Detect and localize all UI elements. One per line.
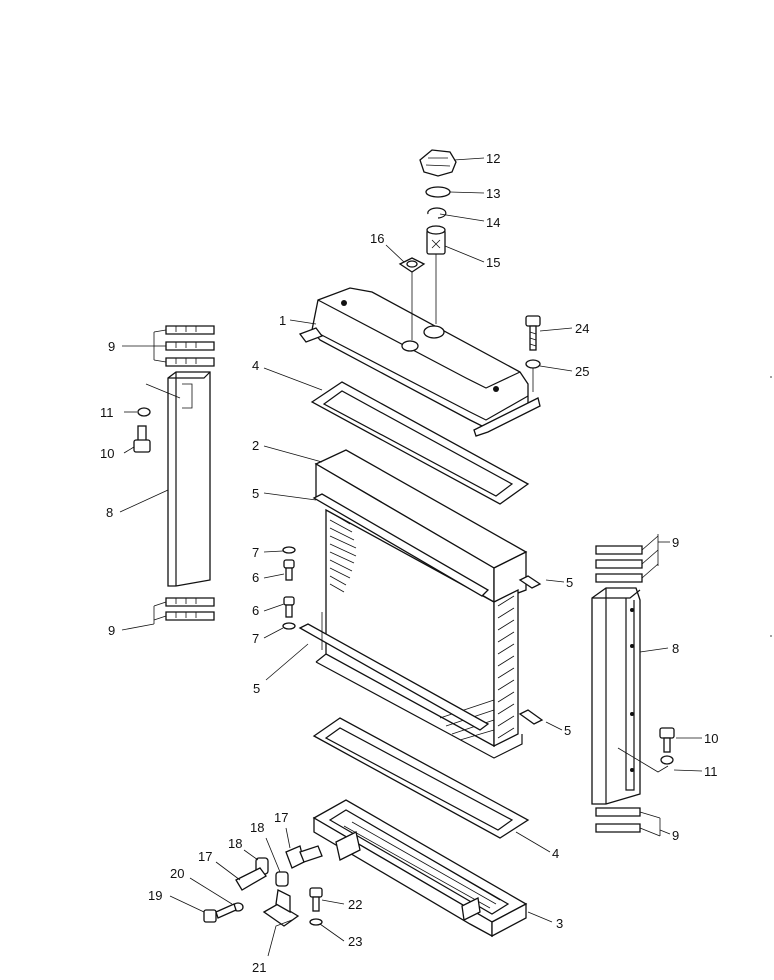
right-plate-bolt <box>659 727 675 753</box>
seal-strip-lower-left <box>298 623 490 731</box>
lower-tank <box>312 799 528 938</box>
lower-gasket <box>312 717 530 839</box>
callout-17-upper: 17 <box>274 810 288 825</box>
callout-5-right-upper: 5 <box>566 575 573 590</box>
hose-sleeve <box>255 857 289 887</box>
callout-15: 15 <box>486 255 500 270</box>
filler-neck <box>426 225 446 255</box>
left-plate-washer <box>137 407 151 417</box>
core-bolt-upper <box>283 559 295 581</box>
callout-1: 1 <box>279 313 286 328</box>
snap-ring <box>427 207 447 219</box>
elbow-fitting <box>285 845 323 869</box>
core-washer-upper <box>282 546 296 554</box>
mount-bolt <box>309 887 323 912</box>
callout-7-upper: 7 <box>252 545 259 560</box>
callout-10-right: 10 <box>704 731 718 746</box>
callout-23: 23 <box>348 934 362 949</box>
callout-18-lower: 18 <box>228 836 242 851</box>
callout-3: 3 <box>556 916 563 931</box>
seal-strip-right-lower <box>518 709 544 725</box>
seal-strip-right-upper <box>518 575 542 589</box>
callout-11-right: 11 <box>704 764 718 779</box>
bolt-washer <box>525 359 541 369</box>
left-lower-shims <box>165 597 215 621</box>
right-plate-washer <box>660 755 674 765</box>
drain-plug-fitting <box>398 257 426 273</box>
callout-8-right: 8 <box>672 641 679 656</box>
core-fin-hatching <box>329 511 515 741</box>
right-upper-shims <box>595 545 643 583</box>
callout-12: 12 <box>486 151 500 166</box>
callout-6-lower: 6 <box>252 603 259 618</box>
callout-10-left: 10 <box>100 446 114 461</box>
callout-4-lower: 4 <box>552 846 559 861</box>
callout-8-left: 8 <box>106 505 113 520</box>
callout-13: 13 <box>486 186 500 201</box>
right-lower-shims <box>595 807 641 833</box>
seal-strip-upper-left <box>312 493 490 597</box>
left-side-plate <box>167 371 211 587</box>
cap-gasket-ring <box>425 186 451 198</box>
callout-9-left-upper: 9 <box>108 339 115 354</box>
callout-labels: 12 13 14 15 16 1 24 25 4 9 11 10 8 2 5 7… <box>100 151 718 975</box>
drain-bolt <box>203 903 237 923</box>
drain-cock-body <box>235 867 267 891</box>
callout-19: 19 <box>148 888 162 903</box>
callout-9-left-lower: 9 <box>108 623 115 638</box>
callout-20: 20 <box>170 866 184 881</box>
callout-9-right-lower: 9 <box>672 828 679 843</box>
callout-22: 22 <box>348 897 362 912</box>
upper-tank <box>298 254 541 437</box>
leader-lines <box>119 157 703 957</box>
callout-5-lower-left: 5 <box>253 681 260 696</box>
callout-11-left: 11 <box>100 405 114 420</box>
callout-21: 21 <box>252 960 266 975</box>
callout-14: 14 <box>486 215 500 230</box>
callout-24: 24 <box>575 321 589 336</box>
bracket <box>262 889 300 927</box>
callout-18-upper: 18 <box>250 820 264 835</box>
callout-16: 16 <box>370 231 384 246</box>
upper-gasket <box>310 381 530 505</box>
tank-bolt <box>525 315 541 351</box>
radiator-cap <box>419 149 457 177</box>
callout-25: 25 <box>575 364 589 379</box>
callout-6-upper: 6 <box>252 570 259 585</box>
callout-9-right-upper: 9 <box>672 535 679 550</box>
core-bolt-lower <box>283 596 295 618</box>
callout-4-upper: 4 <box>252 358 259 373</box>
callout-17-lower: 17 <box>198 849 212 864</box>
left-plate-bolt <box>133 425 151 453</box>
callout-5-right-lower: 5 <box>564 723 571 738</box>
core-washer-lower <box>282 622 296 630</box>
callout-5-upper-left: 5 <box>252 486 259 501</box>
callout-2: 2 <box>252 438 259 453</box>
callout-7-lower: 7 <box>252 631 259 646</box>
left-upper-shims <box>165 325 215 367</box>
mount-washer <box>309 918 323 926</box>
right-side-plate <box>591 587 641 805</box>
